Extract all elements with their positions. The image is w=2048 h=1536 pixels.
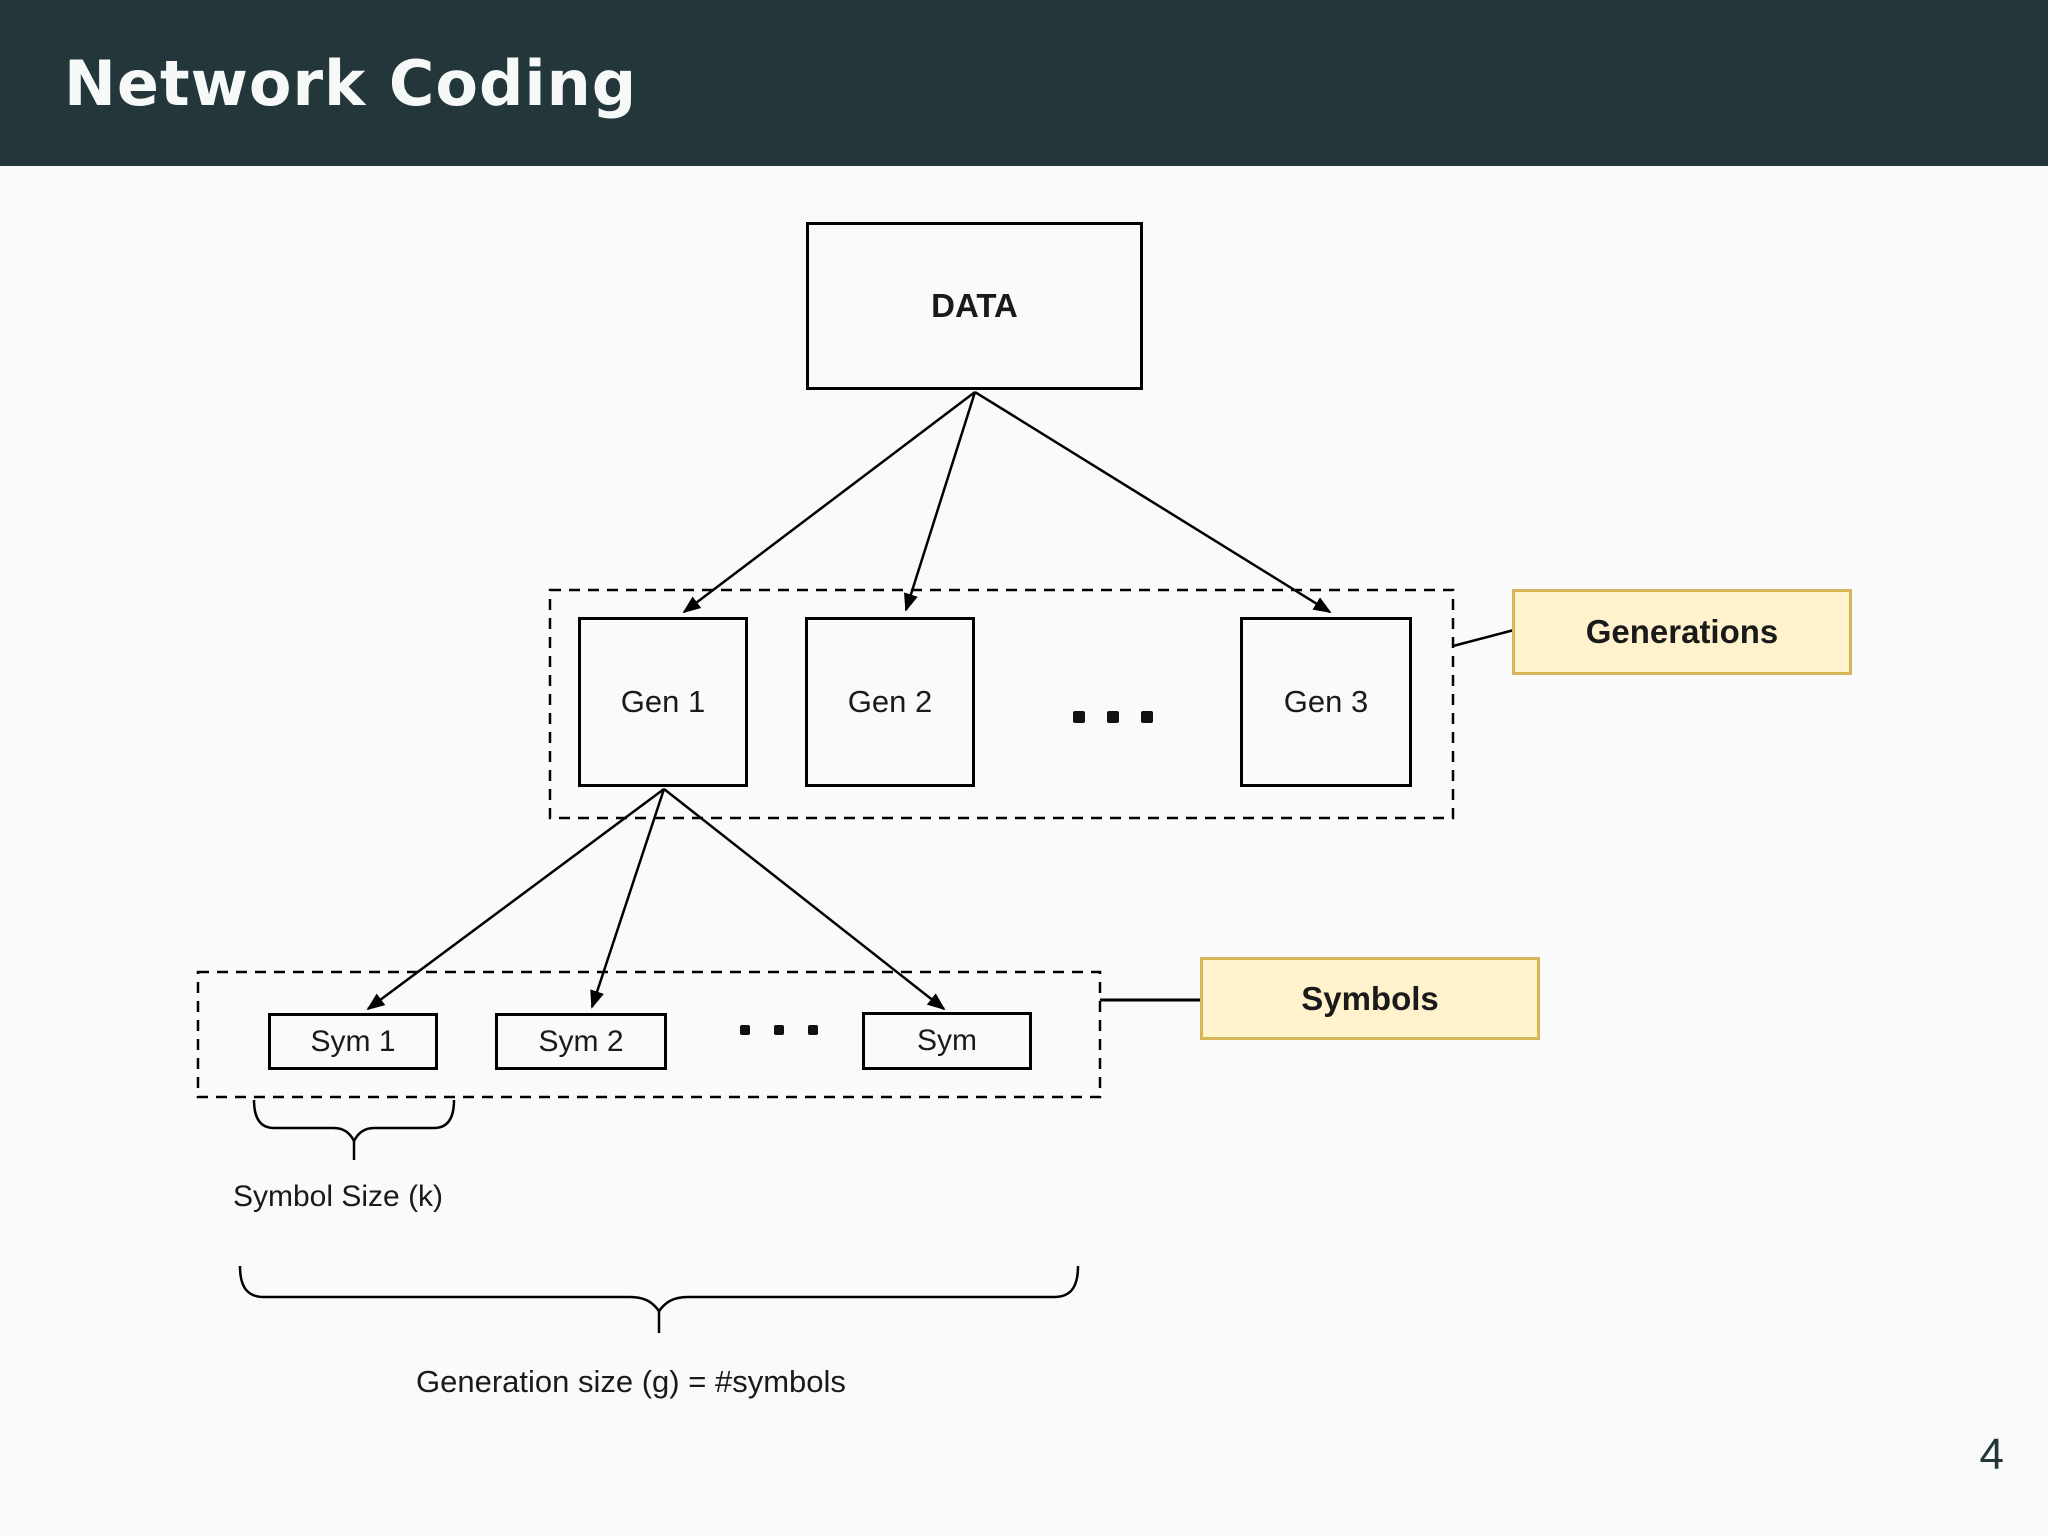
gen3-node-label: Gen 3 <box>1283 684 1369 719</box>
gen1-node: Gen 1 <box>578 617 748 787</box>
sym1-node: Sym 1 <box>268 1013 438 1070</box>
sym1-node-label: Sym 1 <box>310 1024 396 1058</box>
symbols-group-tag-label: Symbols <box>1301 979 1439 1017</box>
arrow-data-to-gen1 <box>682 391 976 614</box>
gen2-node: Gen 2 <box>805 617 975 787</box>
generation-size-caption: Generation size (g) = #symbols <box>416 1364 846 1399</box>
generations-tag-connector <box>1452 628 1515 648</box>
gen1-node-label: Gen 1 <box>620 684 706 719</box>
generation-size-brace <box>238 1265 1080 1314</box>
sym2-node: Sym 2 <box>495 1013 667 1070</box>
arrow-gen1-to-symN <box>663 788 946 1011</box>
generations-ellipsis-icon <box>1073 711 1153 723</box>
symbols-ellipsis-icon <box>740 1025 818 1035</box>
generations-group-tag-label: Generations <box>1585 613 1779 650</box>
symbol-size-caption: Symbol Size (k) <box>233 1180 444 1213</box>
symN-node-label: Sym <box>917 1024 977 1057</box>
slide-title: Network Coding <box>64 46 638 120</box>
arrow-data-to-gen3 <box>974 390 1332 614</box>
symbols-group-tag: Symbols <box>1200 957 1540 1040</box>
arrow-gen1-to-sym2 <box>590 788 666 1009</box>
gen2-node-label: Gen 2 <box>847 684 933 719</box>
data-node: DATA <box>806 222 1143 390</box>
slide-header: Network Coding <box>0 0 2048 166</box>
symbol-size-brace <box>252 1099 456 1144</box>
arrow-gen1-to-sym1 <box>366 787 665 1011</box>
generations-group-tag: Generations <box>1512 589 1852 675</box>
arrow-data-to-gen2 <box>904 391 977 612</box>
symN-node: Sym <box>862 1012 1032 1070</box>
page-number: 4 <box>1979 1430 2004 1479</box>
gen3-node: Gen 3 <box>1240 617 1412 787</box>
generations-group-outline <box>548 588 1455 820</box>
sym2-node-label: Sym 2 <box>538 1024 624 1058</box>
data-node-label: DATA <box>931 287 1018 324</box>
